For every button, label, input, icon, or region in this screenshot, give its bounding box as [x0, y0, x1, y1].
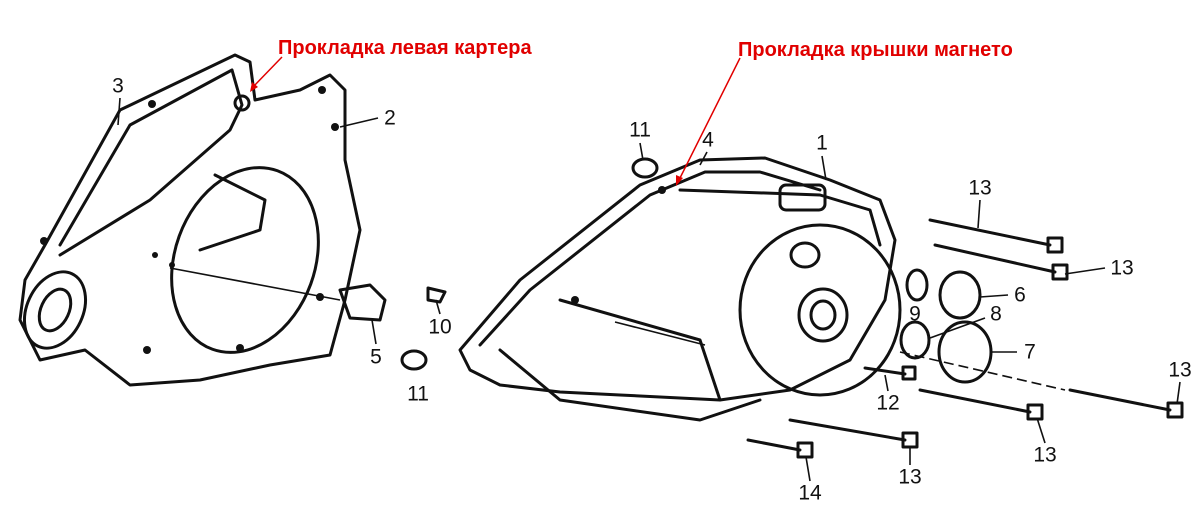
annotation-arrows	[250, 56, 741, 186]
plugs-and-orings	[899, 268, 993, 384]
part-number-3: 3	[112, 74, 124, 98]
part-number-13: 13	[1033, 443, 1057, 467]
magneto-cover-gasket-label: Прокладка крышки магнето	[738, 39, 1013, 61]
bolts	[746, 218, 1184, 459]
part-number-7: 7	[1024, 340, 1036, 364]
part-number-13: 13	[1110, 256, 1134, 280]
part-number-10: 10	[428, 315, 452, 339]
small-parts	[338, 157, 659, 371]
left-crankcase-gasket-label: Прокладка левая картера	[278, 37, 532, 59]
part-number-13: 13	[898, 465, 922, 489]
part-number-13: 13	[968, 176, 992, 200]
part-number-8: 8	[990, 302, 1002, 326]
part-number-13: 13	[1168, 358, 1192, 382]
part-number-1: 1	[816, 131, 828, 155]
part-number-5: 5	[370, 345, 382, 369]
part-number-6: 6	[1014, 283, 1026, 307]
part-number-4: 4	[702, 128, 714, 152]
part-number-9: 9	[909, 302, 921, 326]
part-number-12: 12	[876, 391, 900, 415]
callout-leaders	[117, 97, 1181, 482]
part-number-11: 11	[407, 382, 429, 406]
part-number-2: 2	[384, 106, 396, 130]
part-number-11: 11	[629, 118, 651, 142]
magneto-cover	[458, 156, 902, 422]
part-number-14: 14	[798, 481, 822, 505]
left-crankcase-gasket	[18, 53, 362, 387]
